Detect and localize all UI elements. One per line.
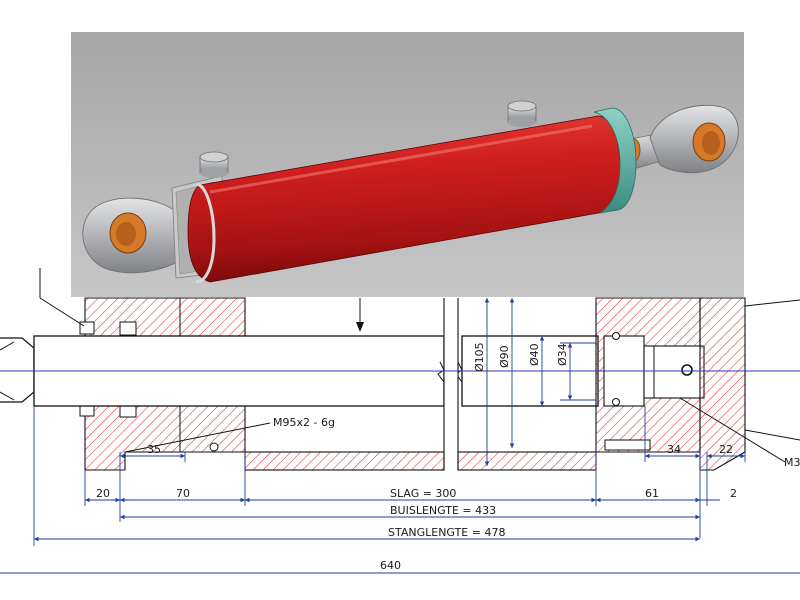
thread-label-rod: M95x2 - 6g bbox=[273, 416, 335, 429]
dim-22: 22 bbox=[719, 443, 733, 456]
tube-wall bbox=[457, 451, 597, 471]
dim-buislengte: BUISLENGTE = 433 bbox=[390, 504, 496, 517]
dimensions bbox=[0, 298, 800, 574]
seal bbox=[604, 439, 651, 451]
dim-2: 2 bbox=[730, 487, 737, 500]
gland-ring-3d bbox=[593, 107, 637, 214]
dim-stanglengte: STANGLENGTE = 478 bbox=[388, 526, 505, 539]
cross-section: M95x2 - 6g M32 bbox=[0, 268, 800, 478]
port-hole bbox=[681, 364, 693, 376]
rod-eye-icon bbox=[82, 197, 196, 274]
dim-20: 20 bbox=[96, 487, 110, 500]
tube-wall bbox=[244, 451, 445, 471]
piston-nut bbox=[643, 345, 705, 399]
port-fitting-icon bbox=[507, 100, 537, 127]
o-ring bbox=[209, 442, 219, 452]
thread-label-port: M32 bbox=[784, 456, 800, 469]
seal bbox=[79, 321, 95, 335]
end-cap bbox=[699, 297, 746, 471]
dim-70: 70 bbox=[176, 487, 190, 500]
dim-35: 35 bbox=[147, 443, 161, 456]
dim-d105: Ø105 bbox=[473, 342, 486, 372]
dim-61: 61 bbox=[645, 487, 659, 500]
dim-d34: Ø34 bbox=[556, 343, 569, 366]
dim-640: 640 bbox=[380, 559, 401, 572]
dimension-labels: 35 20 70 SLAG = 300 61 34 22 2 BUISLENGT… bbox=[96, 342, 737, 572]
render-3d bbox=[71, 32, 744, 297]
rod-eye-icon bbox=[649, 104, 739, 174]
port-fitting-icon bbox=[199, 151, 229, 178]
dim-slag: SLAG = 300 bbox=[390, 487, 456, 500]
end-cap-3d bbox=[195, 182, 216, 284]
dim-34-horizontal: 34 bbox=[667, 443, 681, 456]
o-ring bbox=[612, 398, 620, 406]
o-ring bbox=[612, 332, 620, 340]
seal bbox=[119, 321, 137, 336]
dim-d90: Ø90 bbox=[498, 345, 511, 368]
dim-d40: Ø40 bbox=[528, 343, 541, 366]
